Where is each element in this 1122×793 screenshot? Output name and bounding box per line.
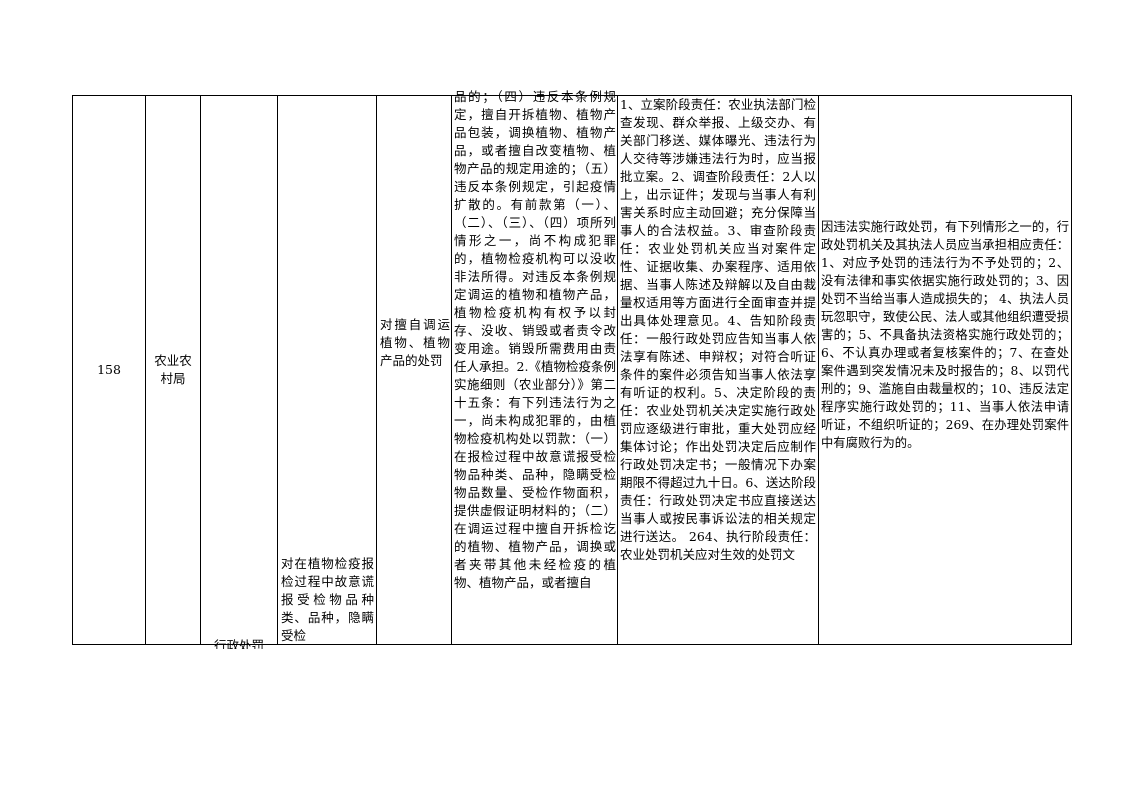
accountability-cell: 因违法实施行政处罚，有下列情形之一的，行政处罚机关及其执法人员应当承担相应责任：… — [821, 220, 1069, 450]
column-divider — [376, 95, 377, 645]
column-divider — [145, 95, 146, 645]
column-divider — [451, 95, 452, 645]
row-number: 158 — [97, 362, 121, 377]
column-divider — [617, 95, 618, 645]
legal-basis-cell: 品的；（四）违反本条例规定，擅自开拆植物、植物产品包装，调换植物、植物产品，或者… — [454, 89, 616, 590]
category-cell: 行政处罚 — [214, 638, 265, 649]
item-name-cell: 对擅自调运植物、植物产品的处罚 — [380, 317, 450, 368]
column-divider — [277, 95, 278, 645]
column-divider — [200, 95, 201, 645]
sub-item-cell: 对在植物检疫报检过程中故意谎报受检物品种类、品种，隐瞒受检 — [281, 556, 374, 643]
department-cell: 农业农村局 — [154, 353, 192, 386]
responsibility-cell: 1、立案阶段责任：农业执法部门检查发现、群众举报、上级交办、有关部门移送、媒体曝… — [620, 97, 816, 562]
table-frame — [72, 95, 1072, 645]
column-divider — [818, 95, 819, 645]
